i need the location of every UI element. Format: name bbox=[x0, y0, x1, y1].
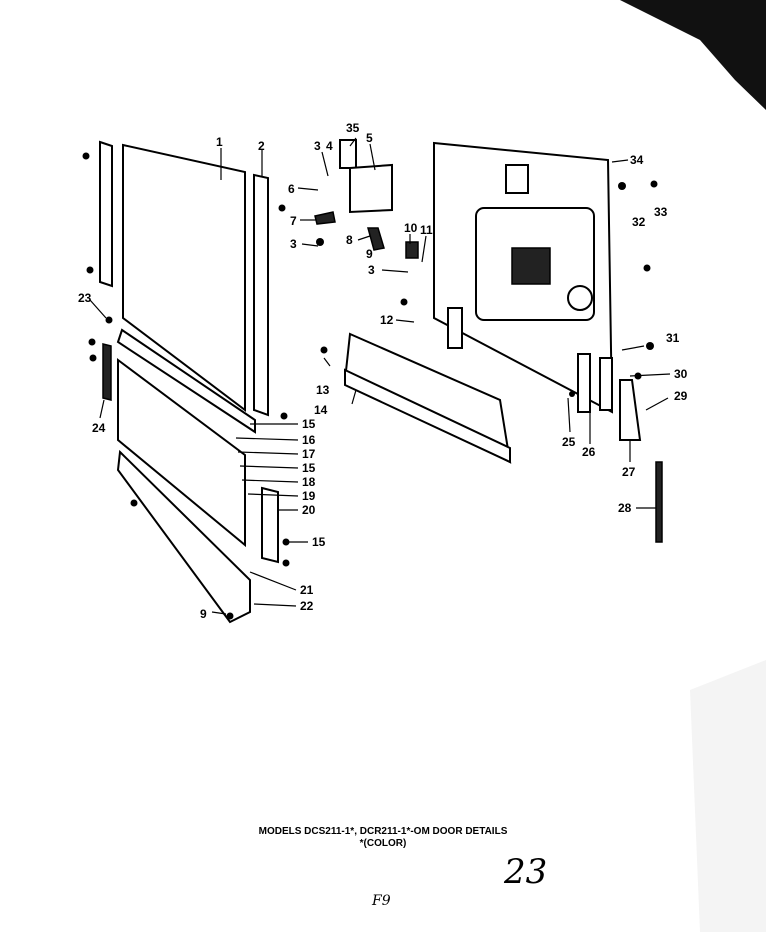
callout-30: 30 bbox=[674, 367, 688, 381]
diagram-caption: MODELS DCS211-1*, DCR211-1*-OM DOOR DETA… bbox=[258, 826, 508, 837]
callout-27: 27 bbox=[622, 465, 636, 479]
handle-lever bbox=[314, 211, 336, 225]
callout-3b: 3 bbox=[290, 237, 297, 251]
scan-edge-shade-bottom bbox=[690, 660, 766, 932]
callout-28: 28 bbox=[618, 501, 632, 515]
latch-plate bbox=[339, 139, 357, 169]
callout-35: 35 bbox=[346, 121, 360, 135]
detergent-dispenser bbox=[511, 247, 551, 285]
callout-23: 23 bbox=[78, 291, 92, 305]
hinge-arm bbox=[577, 353, 591, 413]
callout-25: 25 bbox=[562, 435, 576, 449]
callout-24: 24 bbox=[92, 421, 106, 435]
callout-5: 5 bbox=[366, 131, 373, 145]
callout-31: 31 bbox=[666, 331, 680, 345]
callout-11: 11 bbox=[420, 223, 433, 237]
callout-3a: 3 bbox=[314, 139, 321, 153]
callout-26: 26 bbox=[582, 445, 596, 459]
callout-9b: 9 bbox=[200, 607, 207, 621]
liner-latch-housing bbox=[505, 164, 529, 194]
callout-21: 21 bbox=[300, 583, 314, 597]
callout-3c: 3 bbox=[368, 263, 375, 277]
callout-20: 20 bbox=[302, 503, 316, 517]
callout-4: 4 bbox=[326, 139, 333, 153]
kick-plate bbox=[116, 449, 251, 624]
callout-1: 1 bbox=[216, 135, 223, 149]
callout-12: 12 bbox=[380, 313, 394, 327]
scan-edge-shade bbox=[620, 0, 766, 110]
door-side-trim-right bbox=[253, 173, 269, 417]
hinge-bracket-right bbox=[619, 379, 642, 441]
door-spring bbox=[655, 461, 663, 543]
callout-15b: 15 bbox=[302, 461, 316, 475]
callout-labels: 1 2 3 4 35 5 6 7 3 8 9 10 11 3 12 13 14 … bbox=[78, 121, 688, 621]
callout-16a: 16 bbox=[302, 433, 316, 447]
fasteners bbox=[82, 152, 658, 620]
callout-29: 29 bbox=[674, 389, 688, 403]
outer-door-panel bbox=[122, 143, 246, 413]
callout-7: 7 bbox=[290, 214, 297, 228]
callout-15c: 15 bbox=[312, 535, 326, 549]
callout-8: 8 bbox=[346, 233, 353, 247]
callout-2: 2 bbox=[258, 139, 265, 153]
callout-19: 19 bbox=[302, 489, 316, 503]
lower-liner-channel-lip bbox=[344, 368, 511, 464]
callout-14: 14 bbox=[314, 403, 328, 417]
liner-port bbox=[567, 285, 593, 311]
callout-10: 10 bbox=[404, 221, 418, 235]
figure-mark: F9 bbox=[372, 893, 391, 909]
diagram-caption-note: *(COLOR) bbox=[359, 838, 407, 849]
hinge-plate bbox=[447, 307, 463, 349]
callout-34: 34 bbox=[630, 153, 644, 167]
vertical-strip bbox=[261, 486, 279, 564]
callout-33: 33 bbox=[654, 205, 668, 219]
latch-body bbox=[349, 163, 393, 214]
latch-switch bbox=[405, 241, 419, 259]
callout-9a: 9 bbox=[366, 247, 373, 261]
toe-kick-panel bbox=[117, 358, 246, 548]
callout-22: 22 bbox=[300, 599, 314, 613]
leader-lines bbox=[89, 137, 671, 615]
callout-13: 13 bbox=[316, 383, 330, 397]
callout-6: 6 bbox=[288, 182, 295, 196]
left-hinge-bracket bbox=[102, 343, 112, 401]
callout-17: 17 bbox=[302, 447, 316, 461]
page-number: 23 bbox=[504, 852, 548, 892]
hinge-arm-inner bbox=[599, 357, 613, 411]
latch-pawl bbox=[367, 227, 385, 251]
door-side-trim-left bbox=[99, 140, 113, 288]
callout-18: 18 bbox=[302, 475, 316, 489]
callout-15a: 15 bbox=[302, 417, 316, 431]
lower-trim-rail bbox=[116, 328, 256, 434]
callout-32: 32 bbox=[632, 215, 646, 229]
